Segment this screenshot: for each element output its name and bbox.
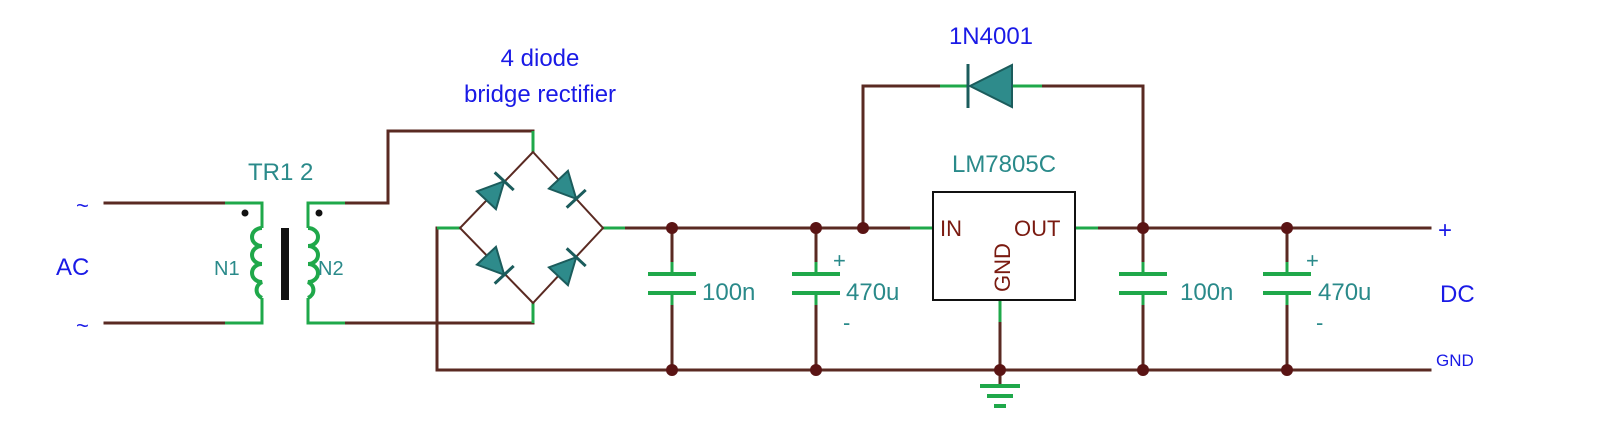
secondary-top-wire <box>343 129 535 205</box>
protection-diode-body <box>967 63 1013 109</box>
secondary-polarity-dot <box>315 209 323 217</box>
junction-dot <box>1281 222 1293 234</box>
primary-coil <box>250 226 264 300</box>
secondary-coil <box>306 226 320 300</box>
junction-dot <box>1281 364 1293 376</box>
junctions <box>666 222 1293 376</box>
junction-dot <box>810 222 822 234</box>
secondary-lead-bottom <box>306 298 345 325</box>
primary-lead-bottom <box>225 298 264 325</box>
regulator-body <box>932 191 1076 301</box>
voltage-regulator <box>910 191 1098 322</box>
bridge-label-line1: 4 diode <box>501 45 580 72</box>
capacitor-c4 <box>1263 262 1311 305</box>
capacitor-c2 <box>792 262 840 305</box>
ac-tilde-bottom: ~ <box>76 313 89 338</box>
diode-loop-right <box>1040 84 1145 230</box>
bridge-outline <box>458 150 605 305</box>
bridge-diode-lower-left <box>475 245 515 285</box>
dc-plus-label: + <box>1438 217 1452 244</box>
c2-minus: - <box>843 310 850 335</box>
c1-value: 100n <box>702 279 755 306</box>
bridge-label-line2: bridge rectifier <box>464 81 616 108</box>
transformer-label: TR1 2 <box>248 159 313 186</box>
c3-value: 100n <box>1180 279 1233 306</box>
labels: 4 diode bridge rectifier 1N4001 TR1 2 N1… <box>56 23 1475 370</box>
protection-diode-label: 1N4001 <box>949 23 1033 50</box>
capacitor-c1 <box>648 262 696 305</box>
diode-loop-left <box>861 84 942 230</box>
secondary-bottom-wire <box>343 301 535 325</box>
bridge-diode-upper-right <box>547 169 587 209</box>
c4-value: 470u <box>1318 279 1371 306</box>
junction-dot <box>810 364 822 376</box>
ground-symbol <box>980 384 1020 408</box>
c2-plus: + <box>833 248 846 273</box>
ac-label: AC <box>56 254 89 281</box>
junction-dot <box>1137 222 1149 234</box>
ac-tilde-top: ~ <box>76 193 89 218</box>
primary-label: N1 <box>214 258 240 280</box>
dc-label: DC <box>1440 281 1475 308</box>
bridge-diode-upper-left <box>475 171 515 211</box>
wires <box>103 84 1432 387</box>
transformer-symbol <box>225 201 345 325</box>
c4-plus: + <box>1306 248 1319 273</box>
c2-value: 470u <box>846 279 899 306</box>
primary-lead-top <box>225 201 264 228</box>
junction-dot <box>666 364 678 376</box>
regulator-in-pin: IN <box>940 216 962 241</box>
junction-dot <box>666 222 678 234</box>
bridge-negative-wire <box>435 226 462 372</box>
c4-minus: - <box>1316 310 1323 335</box>
junction-dot <box>994 364 1006 376</box>
secondary-lead-top <box>306 201 345 228</box>
regulator-out-pin: OUT <box>1014 216 1060 241</box>
regulator-label: LM7805C <box>952 151 1056 178</box>
protection-diode <box>940 63 1042 109</box>
bridge-diode-lower-right <box>547 247 587 287</box>
capacitor-c3 <box>1119 262 1167 305</box>
junction-dot <box>857 222 869 234</box>
primary-polarity-dot <box>241 209 249 217</box>
secondary-label: N2 <box>318 258 344 280</box>
junction-dot <box>1137 364 1149 376</box>
regulator-gnd-pin: GND <box>990 243 1015 292</box>
transformer-core <box>281 228 289 300</box>
gnd-rail-label: GND <box>1436 351 1474 370</box>
bridge-rectifier <box>437 131 625 323</box>
